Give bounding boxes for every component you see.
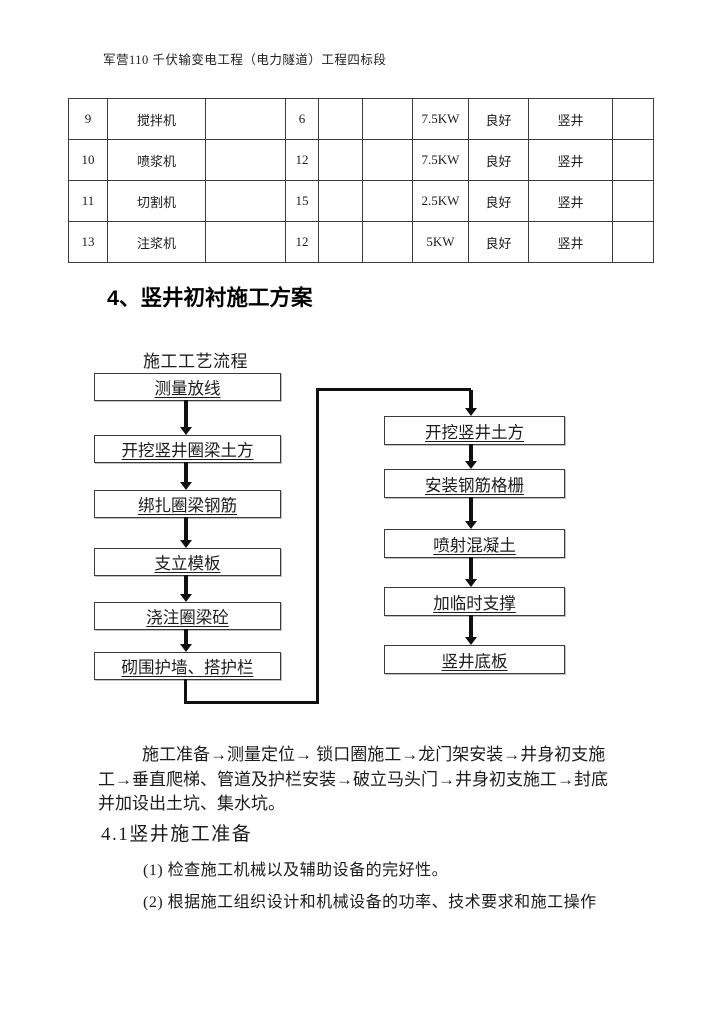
cell-condition: 良好 — [468, 98, 529, 140]
paragraph-line: 施工准备→测量定位→ 锁口圈施工→龙门架安装→井身初支施 — [142, 745, 606, 764]
flow-step-steel-grid: 安装钢筋格栅 — [384, 469, 565, 498]
table-row: 9 搅拌机 6 7.5KW 良好 竖井 — [68, 98, 654, 140]
flow-step-excavate-ring: 开挖竖井圈梁土方 — [94, 435, 281, 463]
subsection-heading: 4.1竖井施工准备 — [101, 824, 253, 845]
process-paragraph: 施工准备→测量定位→ 锁口圈施工→龙门架安装→井身初支施 工→垂直爬梯、管道及护… — [98, 743, 643, 817]
flowchart: 施工工艺流程 测量放线 开挖竖井圈梁土方 绑扎圈梁钢筋 支立模板 浇注圈梁砼 砌… — [94, 352, 565, 704]
cell-note — [612, 221, 654, 263]
flow-connector-segment — [316, 388, 471, 391]
arrow-down-icon — [465, 390, 477, 416]
cell-power: 2.5KW — [412, 180, 469, 222]
cell-blank — [318, 180, 363, 222]
flow-connector-segment — [184, 701, 319, 704]
flow-step-pour-concrete: 浇注圈梁砼 — [94, 602, 281, 630]
cell-note — [612, 98, 654, 140]
flow-step-formwork: 支立模板 — [94, 548, 281, 576]
cell-note — [612, 180, 654, 222]
cell-equipment-name: 搅拌机 — [107, 98, 206, 140]
arrow-down-icon — [180, 517, 192, 548]
cell-spec — [205, 221, 286, 263]
arrow-down-icon — [465, 497, 477, 529]
flow-step-shaft-bottom: 竖井底板 — [384, 645, 565, 674]
arrow-down-icon — [465, 615, 477, 645]
flow-step-rebar: 绑扎圈梁钢筋 — [94, 490, 281, 518]
arrow-down-icon — [180, 462, 192, 490]
flowchart-title: 施工工艺流程 — [143, 352, 248, 371]
cell-quantity: 12 — [285, 139, 319, 181]
cell-equipment-name: 喷浆机 — [107, 139, 206, 181]
cell-location: 竖井 — [528, 180, 613, 222]
flow-connector-segment — [184, 679, 187, 704]
arrow-down-icon — [180, 400, 192, 435]
list-item: (1) 检查施工机械以及辅助设备的完好性。 — [143, 862, 449, 879]
list-item: (2) 根据施工组织设计和机械设备的功率、技术要求和施工操作 — [143, 894, 597, 911]
cell-serial: 13 — [68, 221, 108, 263]
flow-step-excavate-shaft: 开挖竖井土方 — [384, 416, 565, 445]
table-row: 10 喷浆机 12 7.5KW 良好 竖井 — [68, 139, 654, 181]
page-header: 军营110 千伏输变电工程（电力隧道）工程四标段 — [103, 53, 387, 67]
arrow-down-icon — [465, 444, 477, 469]
arrow-down-icon — [180, 629, 192, 652]
table-row: 13 注浆机 12 5KW 良好 竖井 — [68, 221, 654, 263]
paragraph-line: 并加设出土坑、集水坑。 — [98, 794, 285, 813]
cell-location: 竖井 — [528, 98, 613, 140]
flow-connector-segment — [316, 388, 319, 704]
cell-equipment-name: 注浆机 — [107, 221, 206, 263]
cell-condition: 良好 — [468, 139, 529, 181]
flow-step-wall-rail: 砌围护墙、搭护栏 — [94, 652, 281, 680]
cell-blank — [362, 139, 413, 181]
paragraph-line: 工→垂直爬梯、管道及护栏安装→破立马头门→井身初支施工→封底 — [98, 769, 608, 789]
section-heading: 4、竖井初衬施工方案 — [107, 286, 313, 310]
cell-serial: 11 — [68, 180, 108, 222]
flow-step-survey: 测量放线 — [94, 373, 281, 401]
flow-step-shotcrete: 喷射混凝土 — [384, 529, 565, 558]
cell-serial: 10 — [68, 139, 108, 181]
arrow-down-icon — [465, 557, 477, 587]
cell-blank — [318, 139, 363, 181]
cell-location: 竖井 — [528, 221, 613, 263]
flow-step-temp-support: 加临时支撑 — [384, 587, 565, 616]
cell-condition: 良好 — [468, 221, 529, 263]
table-row: 11 切割机 15 2.5KW 良好 竖井 — [68, 180, 654, 222]
cell-quantity: 12 — [285, 221, 319, 263]
arrow-down-icon — [180, 575, 192, 602]
equipment-table: 9 搅拌机 6 7.5KW 良好 竖井 10 喷浆机 12 7.5KW 良好 — [68, 98, 654, 263]
